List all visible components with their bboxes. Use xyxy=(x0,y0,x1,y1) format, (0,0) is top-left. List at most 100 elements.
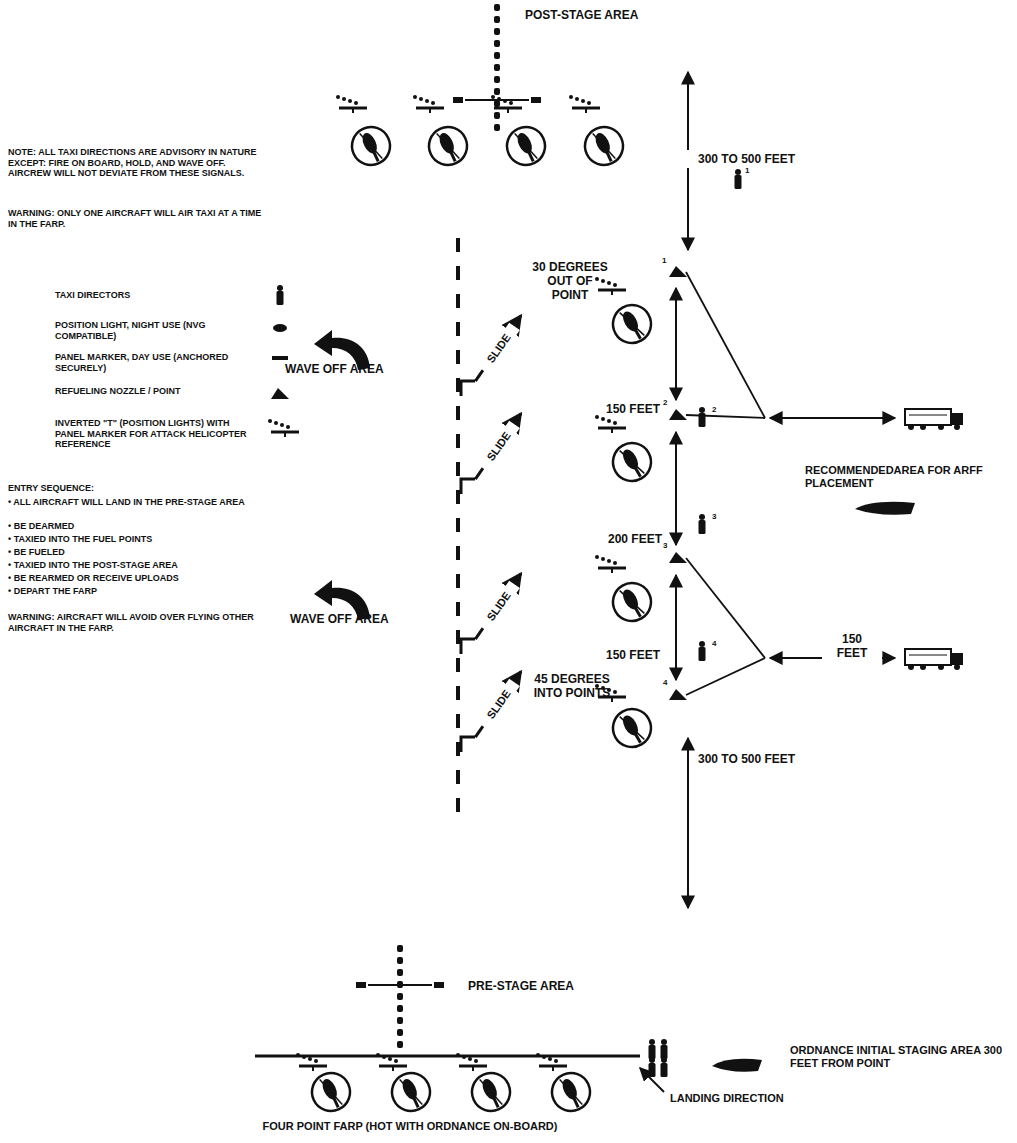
arff-vehicle xyxy=(855,502,915,515)
slide-label: SLIDE xyxy=(478,323,520,375)
area-label: WAVE OFF AREA xyxy=(290,612,420,626)
helicopter-symbol xyxy=(606,436,658,488)
sequence-step: • BE FUELED xyxy=(8,547,248,558)
taxi-director-figure xyxy=(699,641,706,661)
callout-number: 4 xyxy=(712,639,722,648)
callout-number: 3 xyxy=(663,541,673,550)
callout-number: 4 xyxy=(663,678,673,687)
inverted-t-marker xyxy=(268,419,299,437)
legend-text: REFUELING NOZZLE / POINT xyxy=(55,386,255,397)
dimension-arrow xyxy=(675,432,677,545)
taxi-bend xyxy=(461,381,475,396)
dimension-arrow xyxy=(675,575,677,680)
sequence-step: • BE DEARMED xyxy=(8,521,248,532)
taxi-director-figure xyxy=(661,1057,668,1077)
inverted-t-marker xyxy=(595,277,626,295)
helicopter-symbol xyxy=(346,121,396,171)
helicopter-symbol xyxy=(546,1067,596,1117)
position-light-sample xyxy=(273,324,287,332)
landing-line xyxy=(255,1055,640,1058)
slide-arrow xyxy=(475,316,521,382)
area-label: PRE-STAGE AREA xyxy=(468,979,608,993)
refueling-nozzle xyxy=(669,409,687,420)
inverted-t-marker xyxy=(595,415,626,433)
distance-arrow xyxy=(770,657,822,659)
sequence-heading: ENTRY SEQUENCE: xyxy=(8,483,248,494)
distance-arrow xyxy=(882,657,895,659)
legend-text: POSITION LIGHT, NIGHT USE (NVG COMPATIBL… xyxy=(55,320,255,341)
fuel-hose xyxy=(686,272,765,695)
helicopter-symbol xyxy=(306,1067,356,1117)
callout-number: 1 xyxy=(745,166,755,175)
note-text: RECOMMENDEDAREA FOR ARFF PLACEMENT xyxy=(805,464,1010,490)
marshal-light-column xyxy=(453,4,541,131)
callout-number: 1 xyxy=(662,256,672,265)
taxi-bend xyxy=(461,737,475,752)
marshal-light-column xyxy=(356,945,444,1048)
callout-number: 2 xyxy=(712,405,722,414)
sequence-step: • DEPART THE FARP xyxy=(8,586,248,597)
dimension-arrow xyxy=(687,168,689,250)
helicopter-symbol xyxy=(423,121,473,171)
slide-arrow xyxy=(475,414,521,480)
callout-number: 2 xyxy=(663,398,673,407)
slide-label: SLIDE xyxy=(478,581,520,633)
refueling-nozzle xyxy=(669,689,687,700)
taxi-bend xyxy=(461,479,475,494)
panel-marker-sample xyxy=(272,356,288,360)
diagram-caption: FOUR POINT FARP (HOT WITH ORDNANCE ON-BO… xyxy=(200,1120,620,1133)
helicopter-symbol xyxy=(501,121,551,171)
taxi-line xyxy=(456,238,460,812)
dimension-label: 150 FEET xyxy=(826,632,878,660)
distance-arrow xyxy=(770,417,895,419)
inverted-t-marker xyxy=(569,95,600,113)
taxi-director-figure xyxy=(699,407,706,427)
legend-text: INVERTED "T" (POSITION LIGHTS) WITH PANE… xyxy=(55,418,255,450)
angle-label: 45 DEGREES INTO POINTS xyxy=(522,672,622,700)
inverted-t-marker xyxy=(595,555,626,573)
helicopter-symbol xyxy=(606,298,658,350)
leader-label: LANDING DIRECTION xyxy=(670,1092,810,1105)
dimension-arrow xyxy=(687,72,689,150)
note-text: NOTE: ALL TAXI DIRECTIONS ARE ADVISORY I… xyxy=(8,147,270,179)
inverted-t-marker xyxy=(376,1053,407,1071)
helicopter-symbol xyxy=(386,1067,436,1117)
callout-number: 3 xyxy=(712,512,722,521)
dimension-label: 300 TO 500 FEET xyxy=(698,152,838,166)
taxi-bend xyxy=(461,639,475,654)
sequence-step: • TAXIED INTO THE FUEL POINTS xyxy=(8,534,248,545)
taxi-director-figure xyxy=(277,285,284,305)
sequence-step: • TAXIED INTO THE POST-STAGE AREA xyxy=(8,560,248,571)
angle-label: 30 DEGREES OUT OF POINT xyxy=(528,260,612,302)
slide-label: SLIDE xyxy=(478,679,520,731)
helicopter-symbol xyxy=(606,576,658,628)
leader-arrow xyxy=(640,1068,664,1092)
legend-text: PANEL MARKER, DAY USE (ANCHORED SECURELY… xyxy=(55,352,255,373)
ordnance-staging xyxy=(712,1059,762,1072)
slide-arrow xyxy=(475,672,521,738)
dimension-arrow xyxy=(687,780,689,908)
slide-label: SLIDE xyxy=(478,421,520,473)
inverted-t-marker xyxy=(413,95,444,113)
dimension-label: 150 FEET xyxy=(606,402,672,416)
refueling-nozzle xyxy=(271,388,289,399)
warning-text: WARNING: ONLY ONE AIRCRAFT WILL AIR TAXI… xyxy=(8,208,270,229)
legend-text: TAXI DIRECTORS xyxy=(55,290,255,301)
refueling-nozzle xyxy=(669,266,687,277)
area-label: WAVE OFF AREA xyxy=(285,362,415,376)
helicopter-symbol xyxy=(466,1067,516,1117)
fuel-truck xyxy=(905,409,963,430)
inverted-t-marker xyxy=(336,95,367,113)
slide-arrow xyxy=(475,574,521,640)
taxi-director-figure xyxy=(735,169,742,189)
dimension-label: 150 FEET xyxy=(606,648,672,662)
refueling-nozzle xyxy=(669,552,687,563)
sequence-step: • BE REARMED OR RECEIVE UPLOADS xyxy=(8,573,248,584)
warning-text: WARNING: AIRCRAFT WILL AVOID OVER FLYING… xyxy=(8,612,258,633)
taxi-director-figure xyxy=(649,1057,656,1077)
taxi-director-figure xyxy=(649,1039,656,1059)
dimension-arrow xyxy=(675,288,677,400)
dimension-label: 300 TO 500 FEET xyxy=(698,752,838,766)
dimension-arrow xyxy=(687,738,689,780)
inverted-t-marker xyxy=(491,95,522,113)
